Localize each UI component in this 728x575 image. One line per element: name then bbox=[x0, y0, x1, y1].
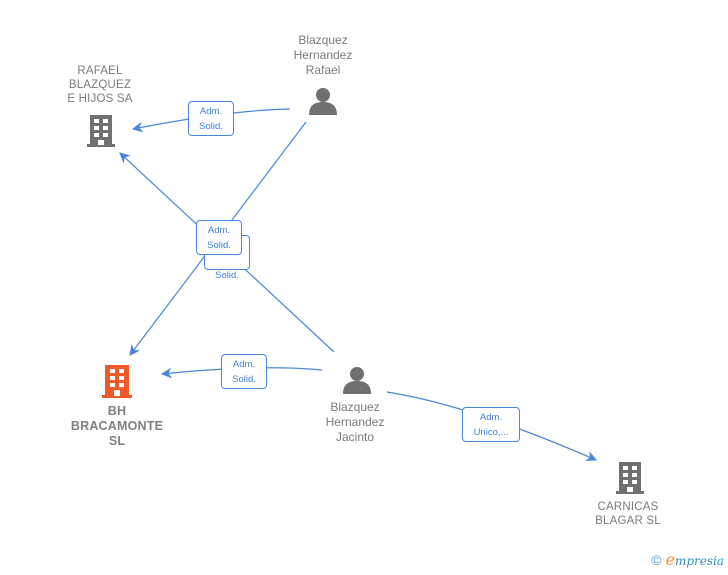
node-label-blazquez-rafael[interactable]: Blazquez Hernandez Rafael bbox=[293, 33, 353, 77]
copyright-icon: © bbox=[651, 551, 662, 568]
building-icon-highlighted[interactable] bbox=[102, 365, 132, 398]
person-icon[interactable] bbox=[309, 88, 337, 115]
node-label-carnicas-blagar[interactable]: CARNICAS BLAGAR SL bbox=[595, 501, 661, 527]
edge-label-rafael-to-rafael-sa[interactable]: Adm. Solid. bbox=[188, 101, 234, 136]
person-icon[interactable] bbox=[343, 367, 371, 394]
footer-brand: © empresia bbox=[651, 550, 724, 569]
building-icon[interactable] bbox=[87, 115, 115, 147]
node-label-bh-bracamonte[interactable]: BH BRACAMONTE SL bbox=[70, 404, 164, 448]
edge-label-text: Solid. bbox=[215, 270, 239, 281]
node-label-rafael-blazquez-sa[interactable]: RAFAEL BLAZQUEZ E HIJOS SA bbox=[67, 65, 133, 105]
edge-label-jacinto-to-bh[interactable]: Adm. Solid. bbox=[221, 354, 267, 389]
edge-label-jacinto-to-carnicas[interactable]: Adm. Unico,... bbox=[462, 407, 520, 442]
edge-label-jacinto-to-rafael-sa[interactable]: Adm. Solid. bbox=[196, 220, 242, 255]
building-icon[interactable] bbox=[616, 462, 644, 494]
brand-name: mpresia bbox=[674, 554, 724, 568]
node-label-blazquez-jacinto[interactable]: Blazquez Hernandez Jacinto bbox=[325, 400, 385, 444]
brand-logo[interactable]: empresia bbox=[665, 550, 724, 569]
brand-initial: e bbox=[665, 550, 675, 569]
